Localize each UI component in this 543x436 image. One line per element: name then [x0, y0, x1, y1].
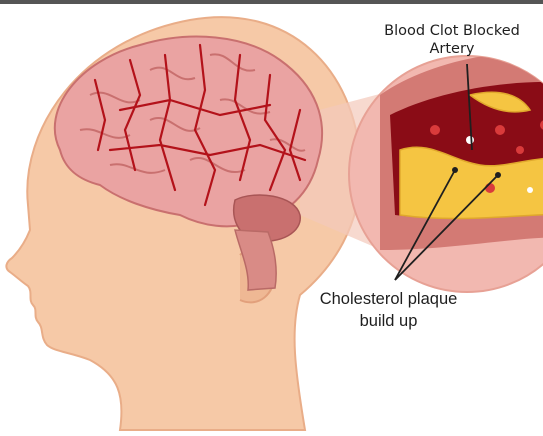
blood-clot-label: Blood Clot Blocked Artery	[372, 22, 532, 58]
pointer-line-plaque-1	[394, 169, 456, 281]
plaque-label-line-2: build up	[359, 312, 418, 330]
plaque-deposit	[399, 146, 543, 220]
blood-clot-label-line-2: Artery	[429, 41, 475, 57]
brainstem	[234, 229, 277, 291]
plaque-label-line-1: Cholesterol plaque	[319, 290, 458, 308]
brain-vessels	[93, 43, 307, 207]
pointer-line-clot	[466, 63, 473, 151]
artery-zoom-circle	[348, 55, 543, 293]
blood-clot-label-line-1: Blood Clot Blocked	[384, 23, 520, 39]
cerebellum	[233, 194, 301, 242]
pointer-line-plaque-2	[394, 174, 499, 281]
top-border-bar	[0, 0, 543, 4]
plaque-top	[468, 91, 532, 113]
brain	[53, 35, 324, 291]
plaque-label: Cholesterol plaque build up	[316, 288, 461, 332]
